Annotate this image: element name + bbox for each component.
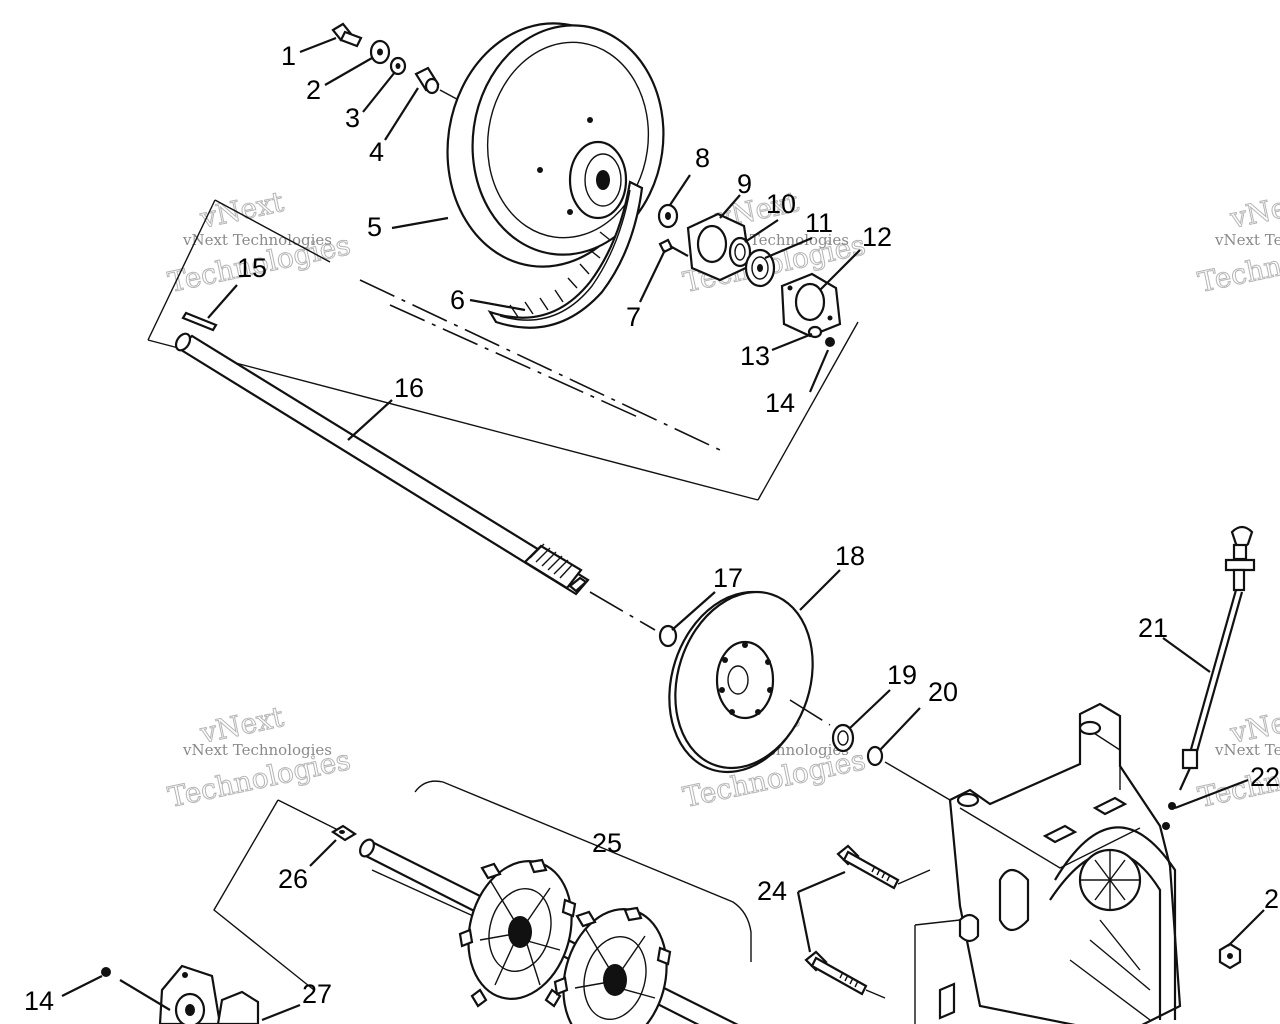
part-20-snap-ring bbox=[866, 745, 884, 767]
part-25-track-driveshaft bbox=[359, 838, 739, 1024]
watermark-text: vNext bbox=[1227, 185, 1280, 235]
part-5-drive-wheel bbox=[446, 22, 665, 268]
part-23-nut bbox=[1218, 942, 1242, 970]
part-8-washer bbox=[657, 203, 679, 229]
part-3-washer bbox=[389, 56, 407, 76]
part-16-driveshaft bbox=[174, 332, 590, 596]
callout-15: 15 bbox=[237, 253, 267, 283]
callout-27: 27 bbox=[302, 979, 332, 1009]
part-14-nut bbox=[825, 337, 835, 347]
callout-18: 18 bbox=[835, 541, 865, 571]
part-22-screw bbox=[1162, 802, 1176, 830]
callout-labels: 1 2 3 4 5 6 7 8 9 10 11 12 13 14 15 16 1… bbox=[24, 41, 1280, 1016]
callout-2: 2 bbox=[306, 75, 321, 105]
part-10-seal bbox=[728, 236, 752, 268]
callout-21: 21 bbox=[1138, 613, 1168, 643]
part-1-bolt bbox=[331, 22, 363, 48]
callout-24: 24 bbox=[757, 876, 787, 906]
part-18-brake-disc bbox=[668, 590, 814, 774]
callout-3: 3 bbox=[345, 103, 360, 133]
part-14-nut-lower bbox=[101, 967, 111, 977]
callout-12: 12 bbox=[862, 222, 892, 252]
callout-7: 7 bbox=[626, 302, 641, 332]
callout-5: 5 bbox=[367, 212, 382, 242]
track-sprocket bbox=[458, 858, 577, 1008]
part-12-bearing-flange bbox=[780, 272, 842, 338]
part-17-snap-ring bbox=[658, 624, 678, 648]
callout-8: 8 bbox=[695, 143, 710, 173]
part-4-spacer bbox=[414, 66, 440, 95]
part-2-washer bbox=[369, 39, 391, 65]
part-11-bearing bbox=[744, 248, 776, 288]
upper-assembly-bracket bbox=[147, 199, 859, 501]
callout-20: 20 bbox=[928, 677, 958, 707]
callout-23: 23 bbox=[1264, 884, 1280, 914]
callout-14-lower: 14 bbox=[24, 986, 54, 1016]
callout-17: 17 bbox=[713, 563, 743, 593]
callout-4: 4 bbox=[369, 137, 384, 167]
part-6-chain bbox=[487, 180, 644, 329]
callout-6: 6 bbox=[450, 285, 465, 315]
part-21-dipstick bbox=[1178, 525, 1256, 791]
callout-25: 25 bbox=[592, 828, 622, 858]
watermark-text: vNext Technologies bbox=[1214, 231, 1280, 249]
callout-10: 10 bbox=[766, 189, 796, 219]
callout-13: 13 bbox=[740, 341, 770, 371]
leader-lines bbox=[61, 36, 1265, 1022]
callout-9: 9 bbox=[737, 169, 752, 199]
watermark-text: vNext Technologies bbox=[182, 231, 332, 249]
lower-assembly-bracket bbox=[213, 780, 752, 991]
callout-11: 11 bbox=[805, 208, 833, 238]
callout-1: 1 bbox=[281, 41, 296, 71]
watermark-text: vNext Technologies bbox=[182, 741, 332, 759]
part-7-screw bbox=[658, 238, 689, 257]
callout-14: 14 bbox=[765, 388, 795, 418]
chaincase-housing bbox=[938, 702, 1182, 1024]
watermark-text: vNext Technologies bbox=[1214, 741, 1280, 759]
callout-22: 22 bbox=[1250, 762, 1280, 792]
callout-19: 19 bbox=[887, 660, 917, 690]
part-26-bolt bbox=[330, 824, 358, 842]
part-27-bearing-flange bbox=[158, 964, 260, 1024]
callout-16: 16 bbox=[394, 373, 424, 403]
part-24-bolts bbox=[804, 844, 961, 1024]
track-sprocket bbox=[553, 906, 672, 1024]
callout-26: 26 bbox=[278, 864, 308, 894]
part-15-key bbox=[181, 311, 218, 332]
part-19-bearing bbox=[831, 723, 855, 753]
